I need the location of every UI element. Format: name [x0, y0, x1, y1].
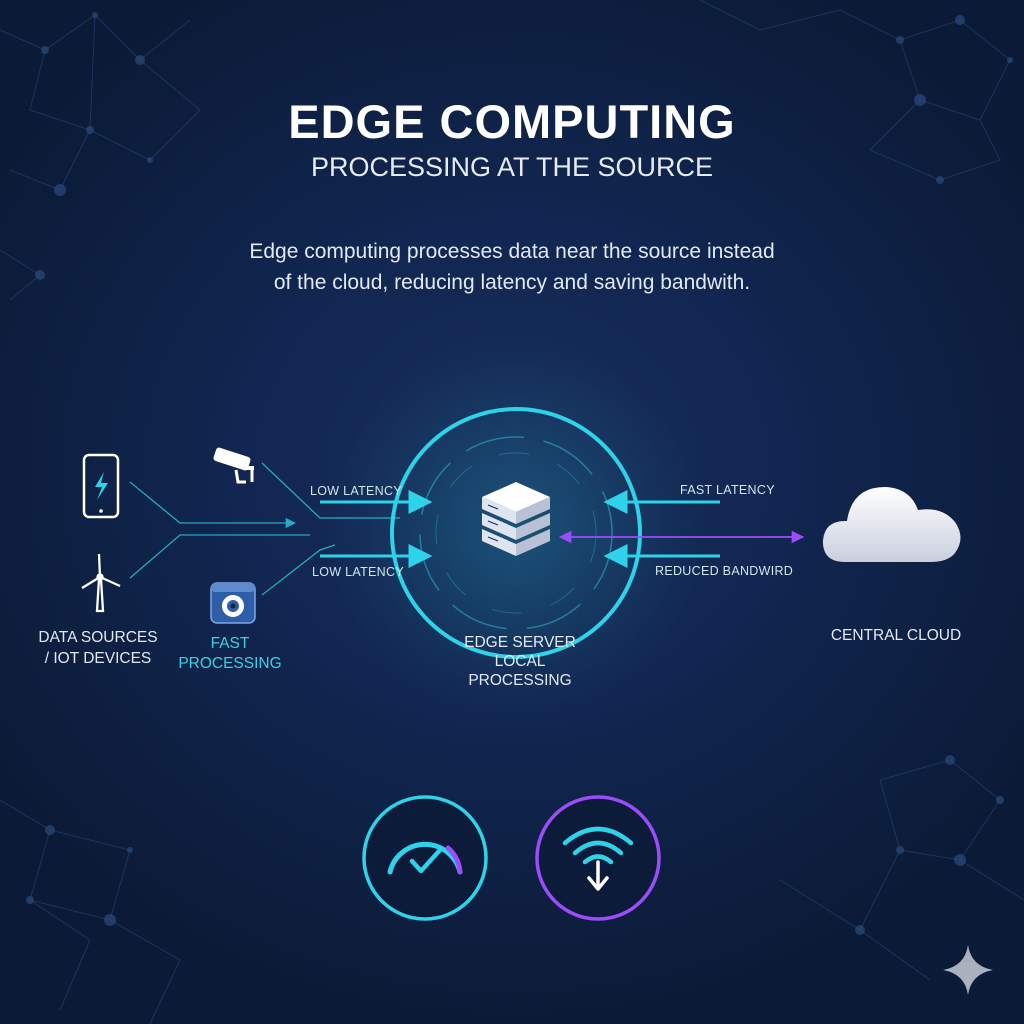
- label-fast-processing-1: FAST: [210, 635, 250, 652]
- cloud-icon: [822, 487, 961, 562]
- description-line-1: Edge computing processes data near the s…: [249, 240, 775, 263]
- label-low-latency-bottom: LOW LATENCY: [312, 565, 404, 579]
- description-line-2: of the cloud, reducing latency and savin…: [273, 271, 751, 294]
- page-title: EDGE COMPUTING: [288, 95, 736, 148]
- label-low-latency-top: LOW LATENCY: [310, 484, 402, 498]
- label-edge-server-3: PROCESSING: [468, 672, 572, 689]
- label-edge-server-2: LOCAL: [494, 653, 546, 670]
- server-stack-icon: [482, 482, 550, 556]
- label-data-sources-2: / IOT DEVICES: [44, 650, 152, 667]
- speedometer-check-icon: [362, 795, 488, 921]
- smartphone-icon: [82, 453, 120, 519]
- page-subtitle: PROCESSING AT THE SOURCE: [310, 152, 714, 182]
- label-reduced-bandwidth: REDUCED BANDWIRD: [655, 564, 794, 578]
- security-camera-icon: [213, 447, 254, 484]
- wifi-download-icon: [535, 795, 661, 921]
- device-link-lines: [129, 462, 400, 596]
- label-fast-processing-2: PROCESSING: [178, 655, 282, 672]
- camera-device-icon: [210, 582, 256, 624]
- label-central-cloud: CENTRAL CLOUD: [830, 627, 962, 644]
- sparkle-icon: [943, 945, 993, 995]
- wind-turbine-icon: [81, 553, 121, 613]
- label-data-sources-1: DATA SOURCES: [38, 629, 158, 646]
- label-edge-server-1: EDGE SERVER: [464, 634, 576, 651]
- label-fast-latency: FAST LATENCY: [680, 483, 775, 497]
